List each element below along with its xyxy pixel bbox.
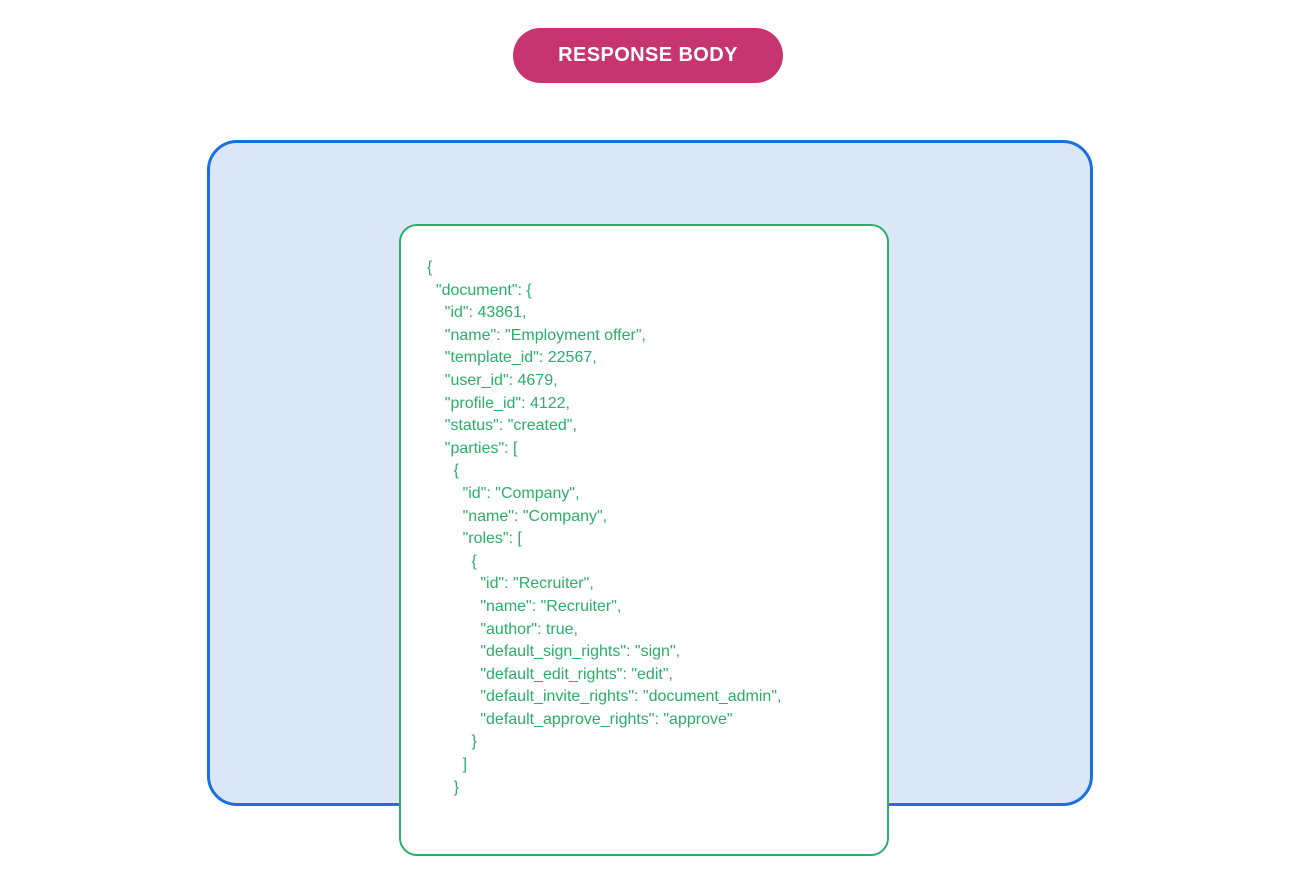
code-line: "name": "Employment offer", xyxy=(427,326,646,344)
code-line: } xyxy=(427,733,477,751)
code-line: "id": 43861, xyxy=(427,304,527,322)
code-line: "name": "Company", xyxy=(427,507,608,525)
code-line: "user_id": 4679, xyxy=(427,371,558,389)
code-line: "document": { xyxy=(427,281,532,299)
code-line: } xyxy=(427,778,460,796)
code-line: { xyxy=(427,462,460,480)
code-line: "default_edit_rights": "edit", xyxy=(427,665,673,683)
code-line: "id": "Company", xyxy=(427,484,580,502)
json-code-card: { "document": { "id": 43861, "name": "Em… xyxy=(399,224,889,856)
code-line: "profile_id": 4122, xyxy=(427,394,570,412)
code-line: "default_sign_rights": "sign", xyxy=(427,643,681,661)
code-line: "status": "created", xyxy=(427,417,577,435)
code-line: "name": "Recruiter", xyxy=(427,597,622,615)
code-line: "template_id": 22567, xyxy=(427,349,597,367)
code-line: "parties": [ xyxy=(427,439,518,457)
response-body-badge-label: RESPONSE BODY xyxy=(558,44,738,66)
response-body-badge: RESPONSE BODY xyxy=(513,28,783,83)
code-line: "author": true, xyxy=(427,620,578,638)
code-line: { xyxy=(427,259,433,276)
code-line: "default_approve_rights": "approve" xyxy=(427,710,733,728)
code-line: ] xyxy=(427,756,468,774)
code-line: "id": "Recruiter", xyxy=(427,575,594,593)
code-line: "roles": [ xyxy=(427,530,522,548)
code-line: { xyxy=(427,552,477,570)
code-line: "default_invite_rights": "document_admin… xyxy=(427,688,782,706)
json-code-block: { "document": { "id": 43861, "name": "Em… xyxy=(427,257,879,799)
